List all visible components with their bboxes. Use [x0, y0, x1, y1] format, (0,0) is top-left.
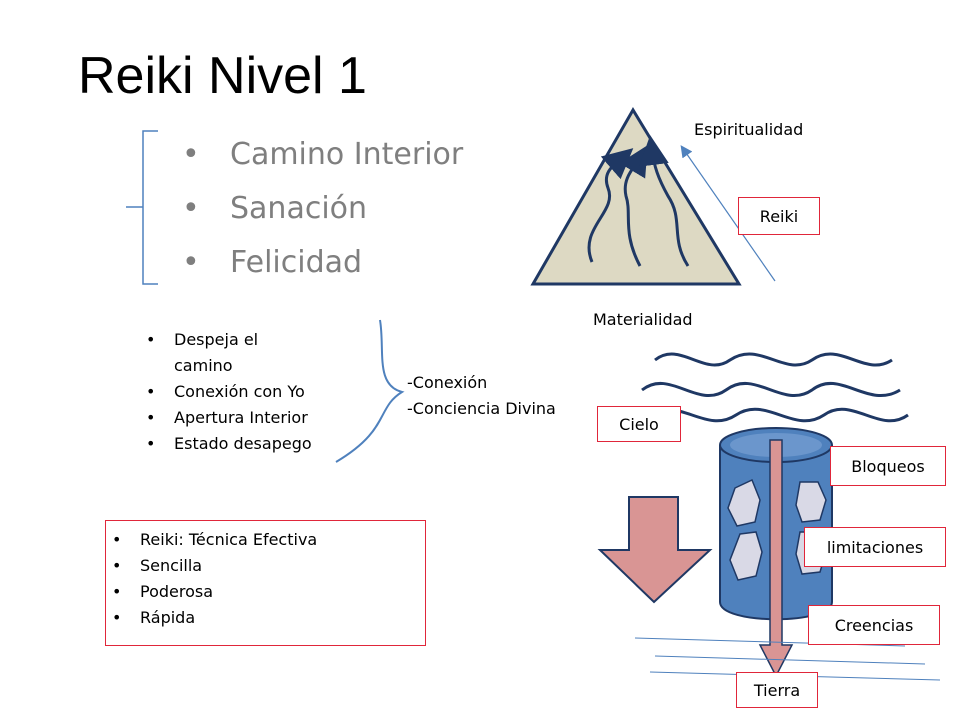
reiki-features-box: Reiki: Técnica Efectiva Sencilla Poderos…	[105, 520, 426, 646]
reiki-features-list: Reiki: Técnica Efectiva Sencilla Poderos…	[106, 527, 425, 631]
connection-text: -Conexión -Conciencia Divina	[407, 370, 556, 422]
reiki-label: Reiki	[738, 197, 820, 235]
earth-label: Tierra	[736, 672, 818, 708]
page-title: Reiki Nivel 1	[78, 47, 367, 105]
secondary-bullet-list: Despeja el camino Conexión con Yo Apertu…	[140, 327, 370, 457]
main-bullet-list: Camino Interior Sanación Felicidad	[182, 128, 463, 290]
ground-line-2	[654, 655, 926, 665]
secondary-bullet: Apertura Interior	[140, 405, 370, 431]
pyramid	[530, 107, 742, 286]
spirituality-arrow	[680, 145, 776, 282]
block-shape-2	[795, 481, 827, 523]
connection-line-2: -Conciencia Divina	[407, 399, 556, 418]
secondary-bullet: Conexión con Yo	[140, 379, 370, 405]
reiki-feature: Sencilla	[106, 553, 425, 579]
materiality-label: Materialidad	[593, 310, 693, 329]
block-shape-1	[727, 478, 761, 527]
blocks-label: Bloqueos	[830, 446, 946, 486]
pyramid-wave-arrow-2	[619, 145, 648, 267]
beliefs-label: Creencias	[808, 605, 940, 645]
main-bullet: Camino Interior	[182, 128, 463, 182]
sky-label: Cielo	[597, 406, 681, 442]
sky-wave-1	[654, 352, 893, 367]
spirituality-label: Espiritualidad	[694, 120, 804, 139]
sky-wave-2	[641, 382, 901, 398]
secondary-bullet: Despeja el camino	[140, 327, 284, 379]
main-bullet: Felicidad	[182, 236, 463, 290]
vertical-arrow	[758, 439, 794, 678]
sky-wave-3	[647, 407, 909, 423]
pyramid-wave-arrow-3	[638, 135, 690, 267]
down-arrow	[597, 496, 713, 604]
limitations-label: limitaciones	[804, 527, 946, 567]
main-bracket	[126, 130, 158, 285]
block-shape-3	[729, 531, 763, 581]
reiki-feature: Rápida	[106, 605, 425, 631]
reiki-feature: Poderosa	[106, 579, 425, 605]
connection-line-1: -Conexión	[407, 373, 488, 392]
secondary-bullet: Estado desapego	[140, 431, 370, 457]
pyramid-wave-arrow-1	[587, 148, 634, 263]
main-bullet: Sanación	[182, 182, 463, 236]
reiki-feature: Reiki: Técnica Efectiva	[106, 527, 425, 553]
